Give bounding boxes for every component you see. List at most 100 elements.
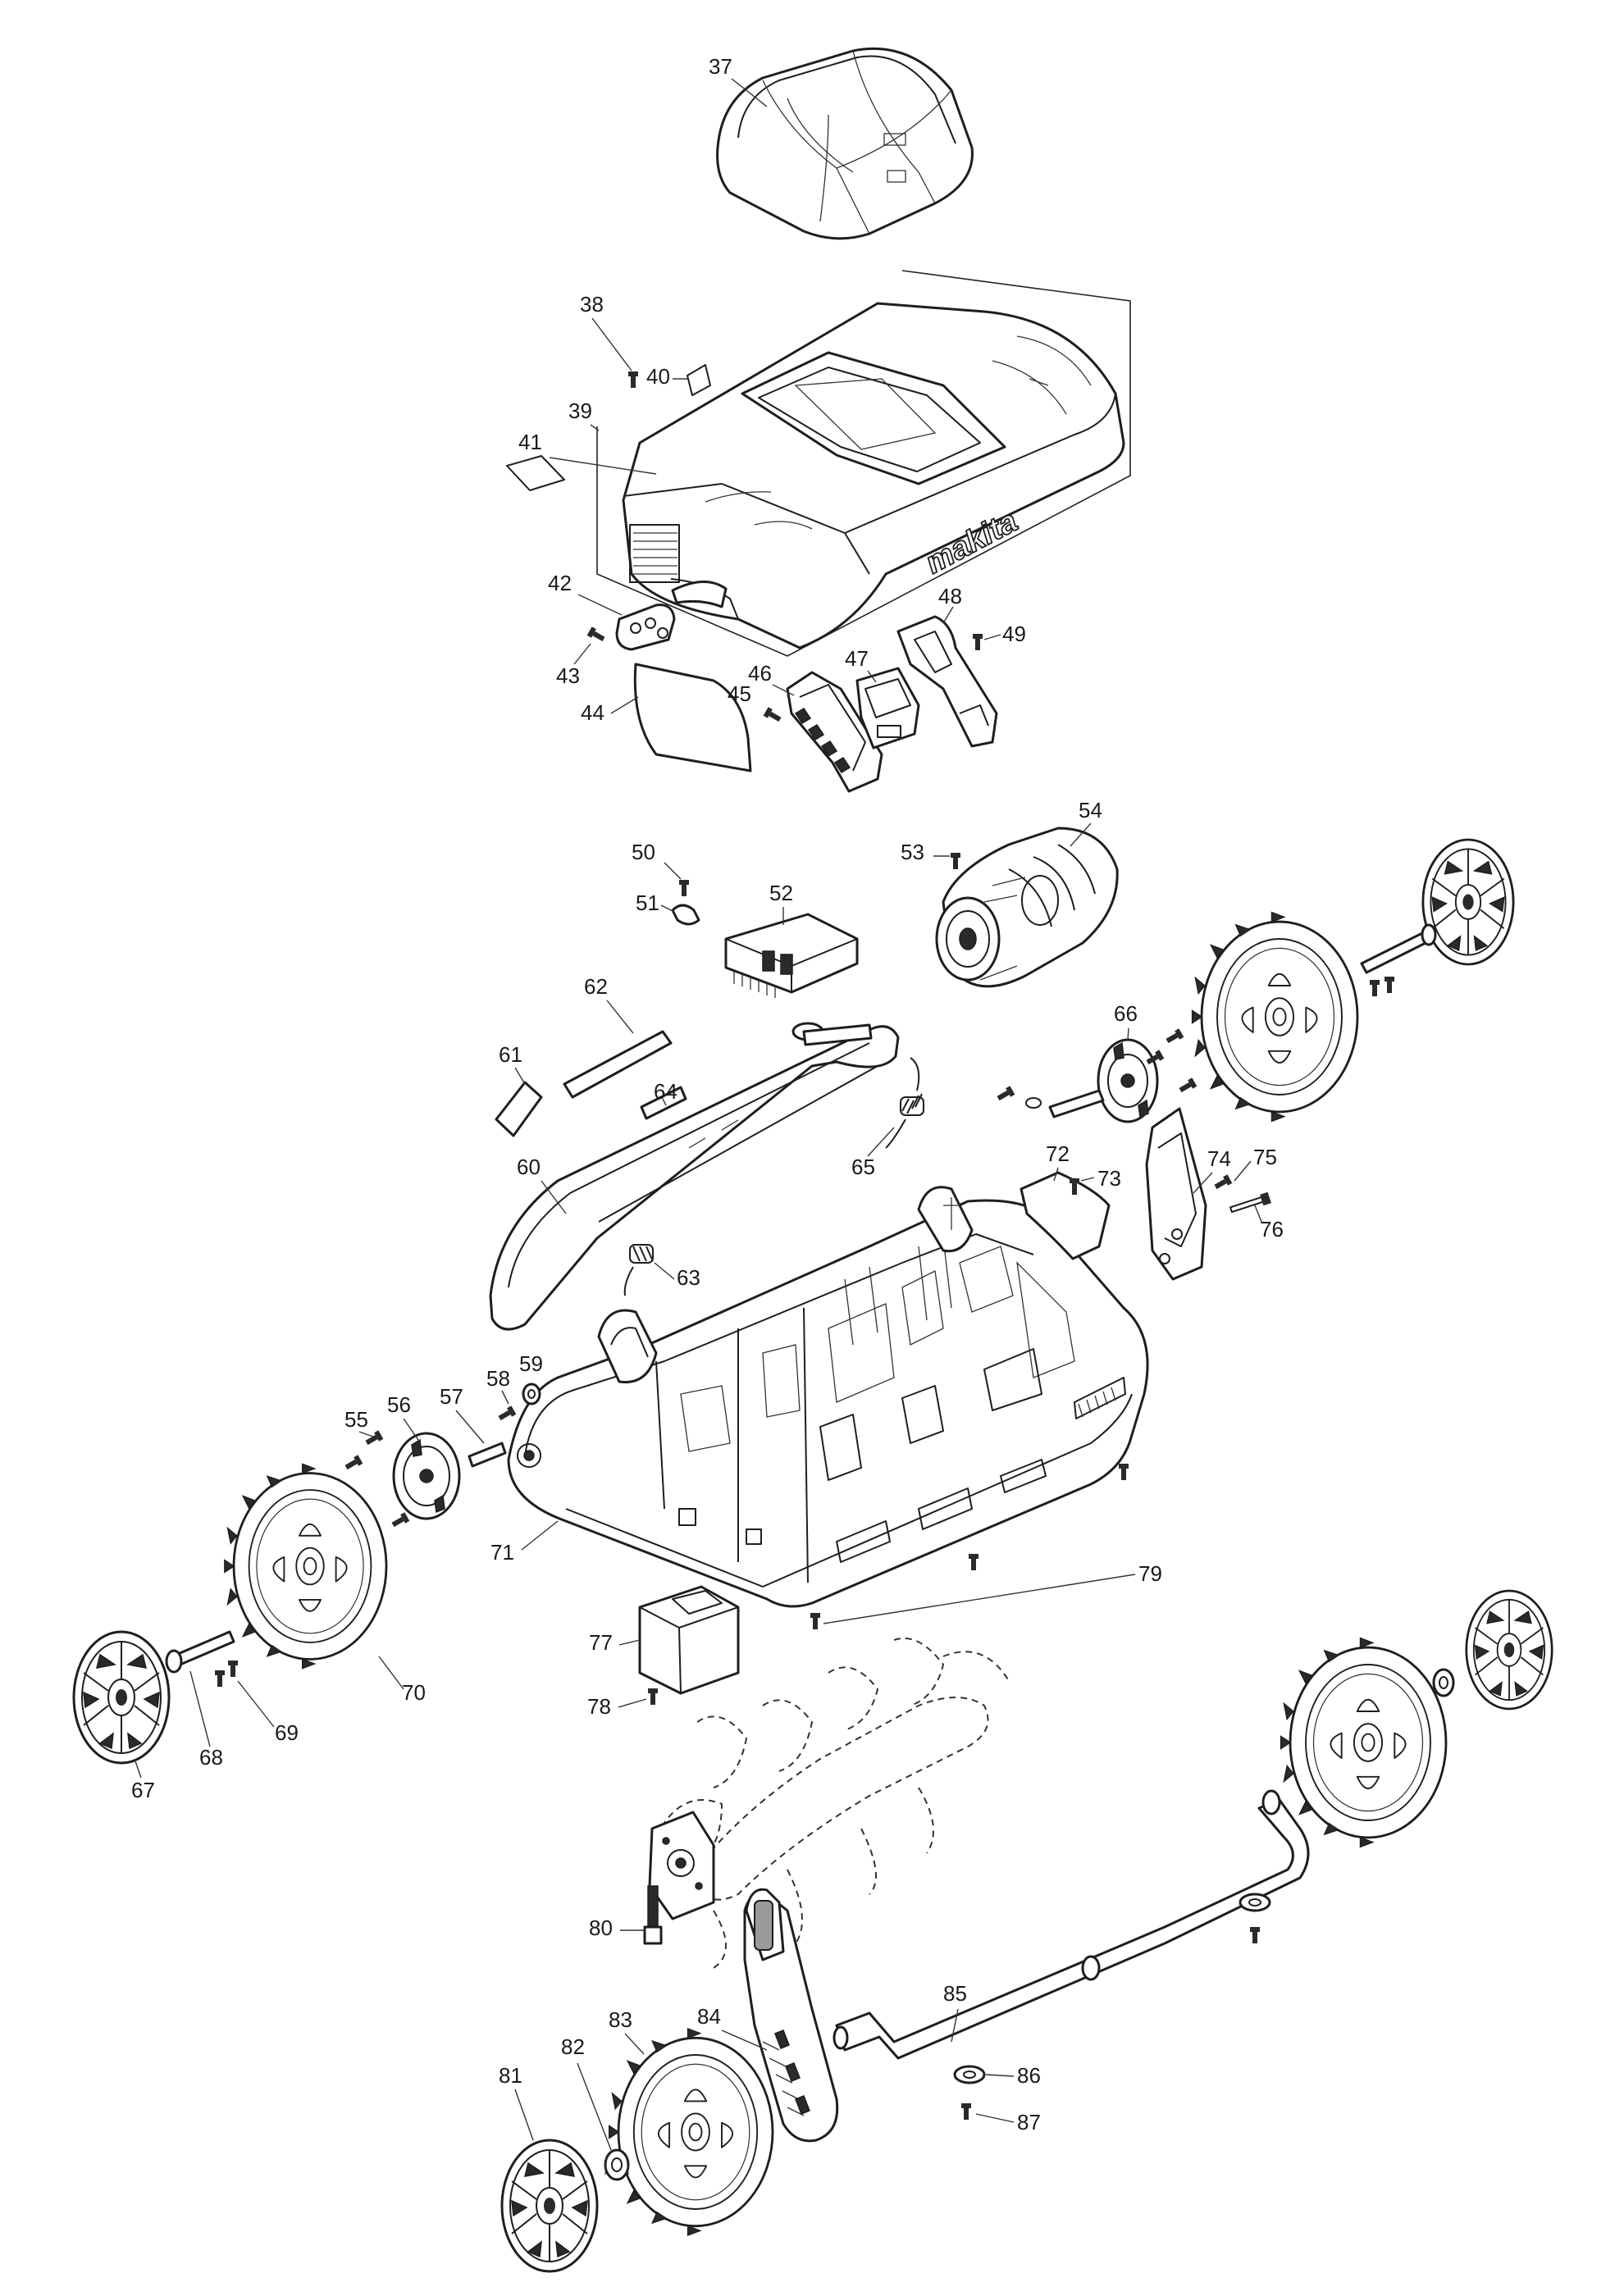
part-62-label	[563, 1030, 673, 1099]
part-53-screw	[951, 853, 960, 869]
part-80-tine-roller	[648, 1638, 1010, 1969]
callout-48: 48	[938, 584, 962, 608]
left-hub-screw-2	[344, 1455, 363, 1472]
part-42-switch-plate	[615, 604, 676, 651]
part-71-deck-housing	[507, 1186, 1149, 1608]
right-cap-screw-2	[1385, 977, 1394, 993]
leader-42	[577, 594, 623, 616]
callout-49: 49	[1002, 622, 1026, 646]
leader-54	[1070, 822, 1092, 847]
right-axle-bolt	[1048, 1089, 1105, 1118]
callout-54: 54	[1079, 798, 1102, 822]
part-47-switch	[855, 667, 920, 749]
leader-74	[1193, 1172, 1213, 1194]
callout-56: 56	[387, 1392, 411, 1417]
leader-84	[721, 2029, 768, 2051]
part-76-bolt	[1229, 1191, 1271, 1214]
callout-71: 71	[490, 1540, 514, 1565]
part-69-screw	[215, 1670, 225, 1687]
callout-76: 76	[1260, 1217, 1284, 1241]
leader-41	[549, 457, 657, 475]
callout-37: 37	[709, 54, 732, 79]
right-front-screw	[1250, 1927, 1260, 1943]
part-68-axle	[165, 1630, 235, 1674]
part-66-hub	[1097, 1038, 1159, 1123]
leader-66	[1127, 1027, 1129, 1041]
part-75-screw	[1213, 1174, 1233, 1191]
callout-55: 55	[344, 1407, 368, 1432]
callout-74: 74	[1207, 1146, 1231, 1171]
part-39-upper-housing: makita	[596, 270, 1131, 657]
callout-46: 46	[748, 661, 772, 686]
leader-77	[618, 1639, 641, 1646]
part-83-tyre	[608, 2027, 774, 2237]
callout-69: 69	[275, 1720, 299, 1745]
leader-51	[660, 904, 675, 913]
part-60-axle-pin	[802, 1023, 873, 1046]
leader-55	[358, 1431, 374, 1437]
leader-63	[654, 1262, 675, 1280]
part-82-nut	[604, 2148, 630, 2181]
callout-72: 72	[1046, 1141, 1070, 1166]
left-hub-screw-3	[390, 1512, 410, 1529]
callout-67: 67	[131, 1778, 155, 1802]
part-81-wheel-cap	[500, 2139, 599, 2273]
part-69-screw-2	[228, 1660, 238, 1677]
part-43-screw	[586, 626, 606, 644]
part-46-terminal	[786, 671, 883, 793]
right-front-washer	[1239, 1893, 1271, 1912]
part-86-washer	[953, 2065, 986, 2084]
leader-57	[455, 1410, 485, 1444]
leader-73	[1080, 1177, 1095, 1182]
leader-82	[577, 2062, 612, 2151]
part-38-screw	[628, 371, 638, 388]
right-washer	[1025, 1097, 1042, 1109]
leader-83	[624, 2033, 645, 2055]
leader-37	[731, 78, 768, 107]
part-70-tyre	[223, 1462, 388, 1670]
right-rear-tyre	[1191, 911, 1359, 1123]
callout-50: 50	[632, 840, 655, 864]
leader-46	[772, 684, 795, 696]
right-hub-screw-3	[1178, 1077, 1197, 1095]
leader-47	[867, 670, 877, 683]
callout-53: 53	[901, 840, 924, 864]
front-right-nut	[1432, 1668, 1455, 1697]
part-41-label	[506, 455, 565, 491]
part-37-battery-cover	[716, 47, 974, 240]
callout-77: 77	[589, 1630, 613, 1655]
part-59-washer	[522, 1383, 541, 1405]
part-77-stand	[638, 1585, 740, 1695]
callout-86: 86	[1017, 2063, 1041, 2088]
part-49-screw	[973, 634, 983, 650]
part-64-pin	[640, 1086, 687, 1120]
leader-56	[403, 1418, 419, 1441]
part-51-clamp	[671, 904, 700, 926]
part-65-spring	[885, 1057, 924, 1149]
part-50-screw	[679, 880, 689, 896]
leader-58	[501, 1390, 509, 1405]
leader-67	[134, 1758, 142, 1779]
callout-85: 85	[943, 1981, 967, 2006]
part-87-screw	[961, 2103, 971, 2120]
callout-44: 44	[581, 700, 604, 725]
leader-49	[983, 634, 1001, 640]
right-rear-wheel-cap	[1421, 838, 1515, 966]
front-right-tyre	[1280, 1637, 1448, 1848]
callout-64: 64	[654, 1079, 677, 1104]
callout-87: 87	[1017, 2110, 1041, 2134]
part-84-height-lever	[743, 1888, 839, 2143]
callout-75: 75	[1253, 1145, 1277, 1169]
leader-72	[1053, 1167, 1059, 1182]
leader-68	[189, 1670, 211, 1747]
callout-70: 70	[402, 1680, 426, 1705]
leader-87	[975, 2113, 1015, 2123]
callout-52: 52	[769, 881, 793, 905]
leader-81	[514, 2089, 534, 2141]
part-54-motor	[935, 827, 1119, 988]
right-hub-screw-1	[1165, 1028, 1184, 1046]
callout-63: 63	[677, 1265, 700, 1290]
leader-60	[541, 1180, 567, 1214]
callout-58: 58	[486, 1366, 510, 1391]
